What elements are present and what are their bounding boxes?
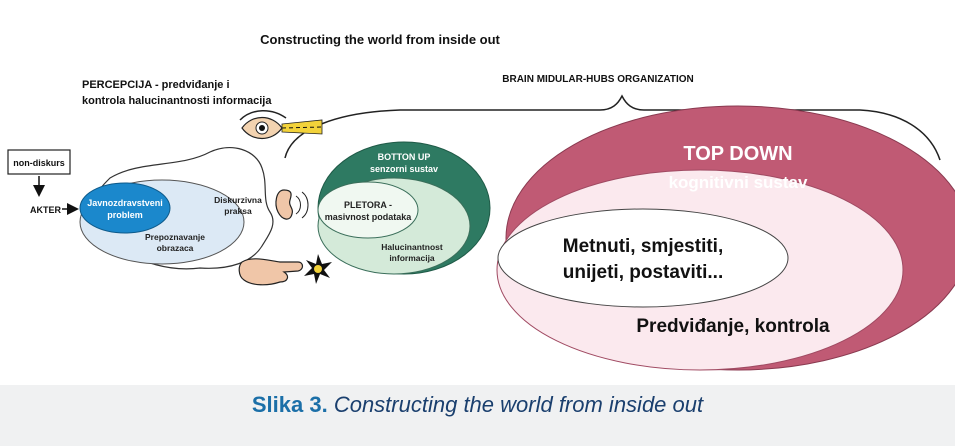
pattern-line1: Prepoznavanje: [145, 232, 205, 242]
pattern-line2: obrazaca: [157, 243, 194, 253]
place-ellipse: [497, 208, 789, 308]
touch-hand-icon: [238, 254, 332, 286]
discursive-line2: praksa: [224, 206, 252, 216]
figure-title: Constructing the world from inside out: [260, 32, 500, 47]
public-health-line1: Javnozdravstveni: [87, 198, 163, 208]
diagram-svg: Constructing the world from inside out P…: [7, 32, 955, 371]
brain-label: BRAIN MIDULAR-HUBS ORGANIZATION: [502, 74, 693, 85]
perception-label-line2: kontrola halucinantnosti informacija: [82, 95, 272, 107]
brace-line: [284, 94, 941, 161]
hallucination-line2: informacija: [389, 253, 435, 263]
caption-label: Slika 3.: [251, 392, 328, 417]
ear-icon: [275, 189, 309, 220]
public-health-line2: problem: [107, 210, 143, 220]
public-health-ellipse: [79, 182, 171, 234]
place-line2: unijeti, postaviti...: [563, 262, 723, 283]
figure-caption: Slika 3. Constructing the world from ins…: [0, 392, 955, 418]
discursive-line1: Diskurzivna: [214, 195, 262, 205]
bottom-up-line1: BOTTON UP: [378, 152, 431, 162]
hallucination-line1: Halucinantnost: [381, 242, 443, 252]
plethora-ellipse: [317, 181, 419, 239]
place-line1: Metnuti, smjestiti,: [563, 236, 723, 257]
non-diskurs-box: [7, 149, 71, 175]
predict-control-label: Predviđanje, kontrola: [636, 316, 830, 337]
perception-label-line1: PERCEPCIJA - predviđanje i: [82, 79, 230, 91]
caption-text: Constructing the world from inside out: [333, 392, 704, 417]
plethora-line2: masivnost podataka: [325, 212, 413, 222]
non-diskurs-label: non-diskurs: [13, 158, 65, 168]
eye-icon: [239, 110, 323, 140]
top-down-line1: TOP DOWN: [683, 143, 792, 165]
plethora-line1: PLETORA -: [344, 200, 392, 210]
top-down-line2: kognitivni sustav: [669, 173, 808, 192]
akter-label: AKTER: [30, 205, 61, 215]
bottom-up-line2: senzorni sustav: [370, 164, 438, 174]
